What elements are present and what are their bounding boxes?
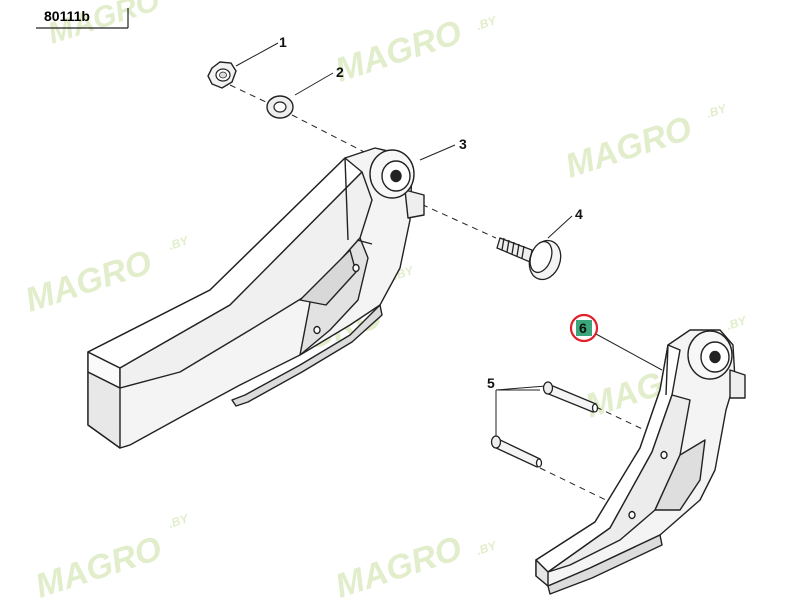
watermark-suffix: .BY	[167, 233, 191, 253]
callout-6-highlight[interactable]: 6	[569, 313, 599, 343]
callout-4: 4	[575, 206, 583, 222]
watermark-text: MAGRO	[331, 529, 467, 600]
diagram-code: 80111b	[44, 8, 90, 24]
part-2-lock-washer	[266, 95, 294, 119]
watermark-text: MAGRO	[561, 109, 697, 185]
part-5-pins	[490, 381, 599, 468]
watermark-suffix: .BY	[725, 313, 749, 333]
callout-6: 6	[579, 320, 587, 336]
watermark-suffix: .BY	[475, 13, 499, 33]
part-4-bolt	[496, 237, 562, 281]
leader-lines	[235, 42, 663, 441]
callout-1: 1	[279, 34, 287, 50]
watermark-text: MAGRO	[21, 243, 157, 319]
callout-3: 3	[459, 136, 467, 152]
code-frame	[36, 8, 129, 29]
watermark-text: MAGRO	[331, 13, 467, 89]
watermark-suffix: .BY	[475, 538, 499, 558]
watermark-suffix: .BY	[167, 511, 191, 531]
part-1-hex-nut	[207, 61, 237, 89]
callouts: 1 2 3 4 5 6	[279, 34, 599, 391]
watermark-suffix: .BY	[705, 101, 729, 121]
highlight-marker	[576, 320, 592, 336]
diagram-code-label: 80111b	[36, 6, 129, 29]
part-6-right-bracket	[535, 329, 746, 595]
part-3-left-bracket	[87, 147, 425, 449]
watermark-text: MAGRO	[31, 529, 167, 600]
callout-5: 5	[487, 375, 495, 391]
callout-2: 2	[336, 64, 344, 80]
